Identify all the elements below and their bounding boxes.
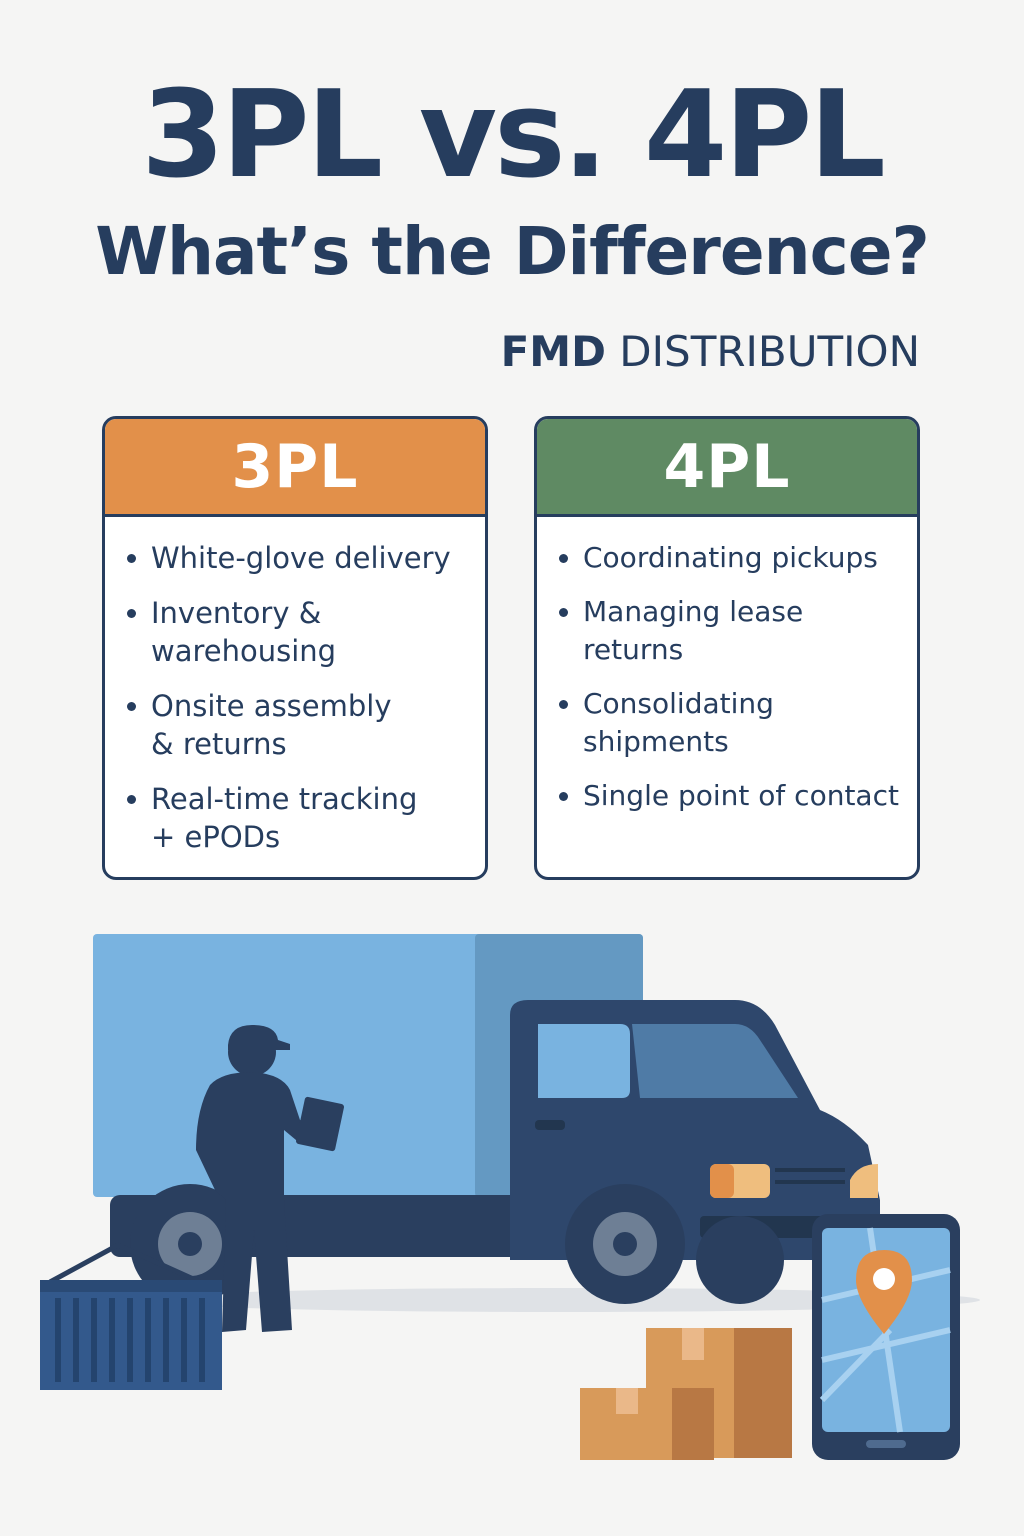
page-title: 3PL vs. 4PL bbox=[141, 66, 886, 205]
cardboard-boxes-icon bbox=[580, 1328, 792, 1460]
list-item: Coordinating pickups bbox=[559, 539, 905, 577]
card-4pl-title: 4PL bbox=[663, 431, 791, 502]
delivery-person-icon bbox=[196, 1025, 344, 1332]
shipping-container-icon bbox=[40, 1242, 222, 1390]
delivery-illustration bbox=[40, 934, 980, 1460]
page-subtitle: What’s the Difference? bbox=[95, 213, 930, 290]
card-4pl-header: 4PL bbox=[537, 419, 917, 517]
card-4pl-list: Coordinating pickups Managing lease retu… bbox=[537, 517, 917, 815]
brand-rest: DISTRIBUTION bbox=[605, 327, 920, 376]
ground-shadow bbox=[140, 1288, 980, 1312]
location-pin-icon bbox=[856, 1250, 912, 1334]
card-3pl-header: 3PL bbox=[105, 419, 485, 517]
list-item: Onsite assembly & returns bbox=[127, 687, 473, 763]
list-item: Consolidating shipments bbox=[559, 685, 905, 761]
card-3pl: 3PL White-glove delivery Inventory & war… bbox=[102, 416, 488, 880]
list-item: Real-time tracking + ePODs bbox=[127, 780, 473, 856]
list-item: Single point of contact bbox=[559, 777, 905, 815]
card-3pl-title: 3PL bbox=[231, 431, 359, 502]
list-item: White-glove delivery bbox=[127, 539, 473, 577]
brand-bold: FMD bbox=[500, 327, 606, 376]
brand-logo: FMD DISTRIBUTION bbox=[501, 324, 920, 380]
card-4pl: 4PL Coordinating pickups Managing lease … bbox=[534, 416, 920, 880]
truck-icon bbox=[93, 934, 880, 1304]
list-item: Inventory & warehousing bbox=[127, 594, 473, 670]
card-3pl-list: White-glove delivery Inventory & warehou… bbox=[105, 517, 485, 856]
list-item: Managing lease returns bbox=[559, 593, 905, 669]
smartphone-map-icon bbox=[812, 1214, 960, 1460]
